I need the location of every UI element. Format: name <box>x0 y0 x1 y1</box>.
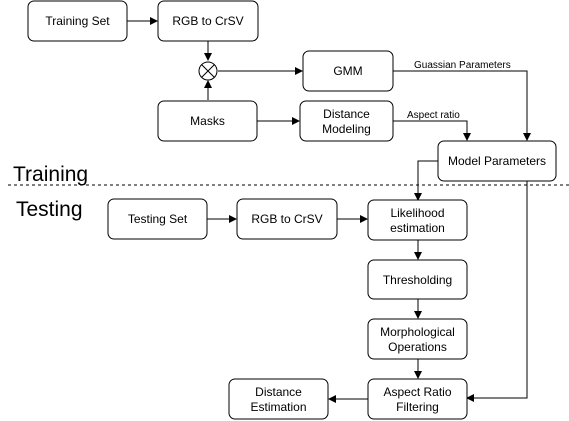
training-set-label: Training Set <box>45 14 110 28</box>
likelihood-estimation-label-line1: Likelihood <box>390 206 444 220</box>
testing-set-label: Testing Set <box>128 212 188 226</box>
rgb-to-crsv-test-label: RGB to CrSV <box>251 212 322 226</box>
aspect-ratio-label: Aspect ratio <box>407 110 460 121</box>
rgb-to-crsv-train-label: RGB to CrSV <box>172 14 243 28</box>
likelihood-estimation-node: Likelihood estimation <box>367 199 468 241</box>
aspect-ratio-filtering-node: Aspect Ratio Filtering <box>367 378 468 420</box>
likelihood-estimation-label-line2: estimation <box>390 221 445 235</box>
testing-set-node: Testing Set <box>107 198 208 240</box>
rgb-to-crsv-test-node: RGB to CrSV <box>236 198 338 240</box>
distance-estimation-node: Distance Estimation <box>228 378 329 420</box>
aspect-ratio-filtering-label-line1: Aspect Ratio <box>383 385 451 399</box>
guassian-parameters-label: Guassian Parameters <box>414 60 511 71</box>
connectors <box>127 17 531 403</box>
thresholding-label: Thresholding <box>383 273 452 287</box>
distance-estimation-label-line2: Estimation <box>250 400 306 414</box>
rgb-to-crsv-train-node: RGB to CrSV <box>157 0 259 42</box>
masks-node: Masks <box>157 100 258 142</box>
training-section-label: Training <box>13 163 88 186</box>
circle-x-icon <box>198 61 218 81</box>
thresholding-node: Thresholding <box>367 259 468 300</box>
model-parameters-label: Model Parameters <box>448 154 546 168</box>
distance-modeling-label-line2: Modeling <box>322 122 371 136</box>
testing-section-label: Testing <box>16 198 83 221</box>
morphological-operations-label-line2: Operations <box>388 340 447 354</box>
morphological-operations-node: Morphological Operations <box>367 318 468 360</box>
model-parameters-node: Model Parameters <box>437 140 557 182</box>
gmm-node: GMM <box>302 50 394 92</box>
morphological-operations-label-line1: Morphological <box>380 325 455 339</box>
gmm-label: GMM <box>333 64 362 78</box>
distance-estimation-label-line1: Distance <box>255 385 302 399</box>
masks-label: Masks <box>190 114 225 128</box>
aspect-ratio-filtering-label-line2: Filtering <box>396 400 439 414</box>
distance-modeling-label-line1: Distance <box>323 107 370 121</box>
training-set-node: Training Set <box>27 0 128 42</box>
distance-modeling-node: Distance Modeling <box>299 100 394 142</box>
